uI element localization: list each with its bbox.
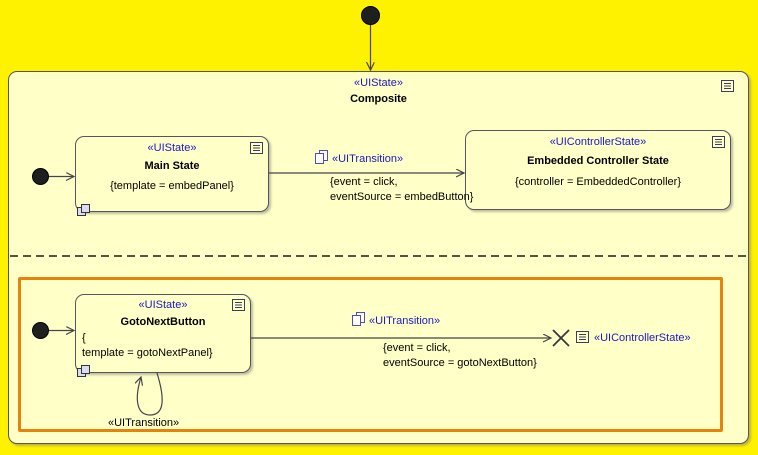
goto-next-properties: { template = gotoNextPanel} <box>82 332 213 359</box>
terminate-state-stereotype[interactable]: «UIControllerState» <box>594 332 691 344</box>
main-state-stereotype: «UIState» <box>147 142 197 154</box>
embed-transition-stereotype[interactable]: «UITransition» <box>332 153 404 165</box>
properties-icon[interactable] <box>721 80 734 92</box>
properties-icon[interactable] <box>576 331 589 343</box>
properties-icon[interactable] <box>712 136 725 148</box>
properties-icon[interactable] <box>232 299 245 311</box>
embedded-controller-properties: {controller = EmbeddedController} <box>514 176 681 188</box>
main-state[interactable]: «UIState» Main State {template = embedPa… <box>75 136 269 216</box>
embedded-controller-state[interactable]: «UIControllerState» Embedded Controller … <box>465 130 731 210</box>
embedded-controller-name: Embedded Controller State <box>527 155 669 167</box>
composite-name: Composite <box>350 93 407 105</box>
goto-transition-guard[interactable]: {event = click, eventSource = gotoNextBu… <box>383 342 537 369</box>
embedded-controller-stereotype: «UIControllerState» <box>549 136 647 148</box>
embed-transition-guard[interactable]: {event = click, eventSource = embedButto… <box>330 176 474 203</box>
goto-transition-stereotype[interactable]: «UITransition» <box>369 315 441 327</box>
goto-next-name: GotoNextButton <box>120 316 206 328</box>
properties-icon[interactable] <box>250 142 263 154</box>
submachine-icon <box>77 365 90 377</box>
main-state-name: Main State <box>144 160 200 172</box>
goto-next-button-state[interactable]: «UIState» GotoNextButton { template = go… <box>75 294 251 377</box>
copy-icon <box>351 312 366 327</box>
main-state-properties: {template = embedPanel} <box>110 180 234 192</box>
selection-highlight <box>18 277 723 432</box>
initial-pseudostate-top[interactable] <box>361 6 380 25</box>
composite-stereotype: «UIState» <box>354 77 403 89</box>
self-transition-label[interactable]: «UITransition» <box>108 417 180 429</box>
copy-icon <box>314 150 329 165</box>
submachine-icon <box>77 204 90 216</box>
initial-pseudostate-region1[interactable] <box>32 168 49 185</box>
goto-next-stereotype: «UIState» <box>138 299 188 311</box>
initial-pseudostate-region2[interactable] <box>32 322 49 339</box>
